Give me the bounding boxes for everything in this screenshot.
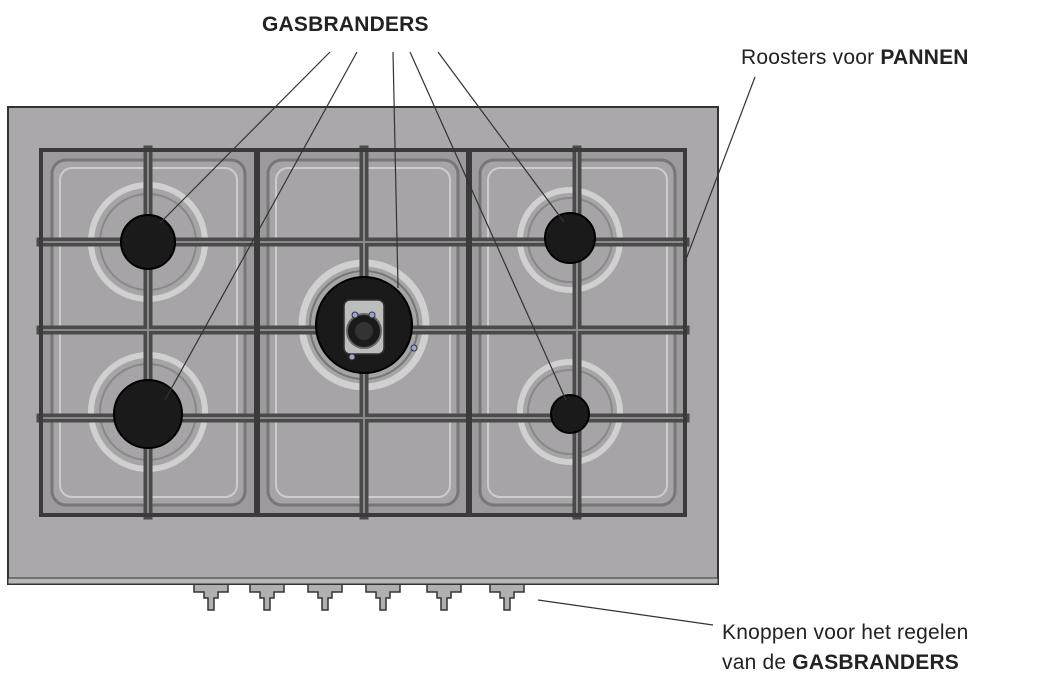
- knob-2: [249, 583, 285, 611]
- knob-6: [489, 583, 525, 611]
- grates-label: Roosters voor PANNEN: [741, 46, 969, 70]
- burner-bottom-left: [113, 379, 183, 449]
- leader-burner-center: [392, 51, 399, 289]
- grate-frame-lines: [39, 148, 687, 517]
- knobs-label-bold: GASBRANDERS: [792, 651, 960, 674]
- burner-center-wok: [315, 276, 418, 374]
- burner-bottom-right: [550, 394, 590, 434]
- grates-label-bold: PANNEN: [880, 46, 969, 69]
- knob-3: [307, 583, 343, 611]
- burners-label: GASBRANDERS: [262, 13, 429, 36]
- leader-grates: [684, 76, 756, 263]
- control-knobs: [193, 583, 525, 611]
- leader-burner-bottom-left: [164, 51, 358, 401]
- grates-label-text: Roosters voor: [741, 46, 881, 69]
- leader-lines: [159, 51, 756, 626]
- panel-front-strip: [7, 577, 719, 585]
- burner-top-left: [120, 214, 176, 270]
- leader-burner-top-right: [437, 51, 565, 223]
- knobs-label-line2: van de GASBRANDERS: [722, 651, 959, 675]
- knob-1: [193, 583, 229, 611]
- burners: [113, 212, 596, 449]
- knobs-label-text: van de: [722, 651, 793, 674]
- knob-4: [365, 583, 401, 611]
- knob-5: [426, 583, 462, 611]
- leader-burner-top-left: [159, 51, 331, 224]
- burner-top-right: [544, 212, 596, 264]
- leader-burner-bottom-right: [409, 51, 567, 401]
- knobs-label-line1: Knoppen voor het regelen: [722, 621, 969, 644]
- leader-knobs: [537, 599, 714, 626]
